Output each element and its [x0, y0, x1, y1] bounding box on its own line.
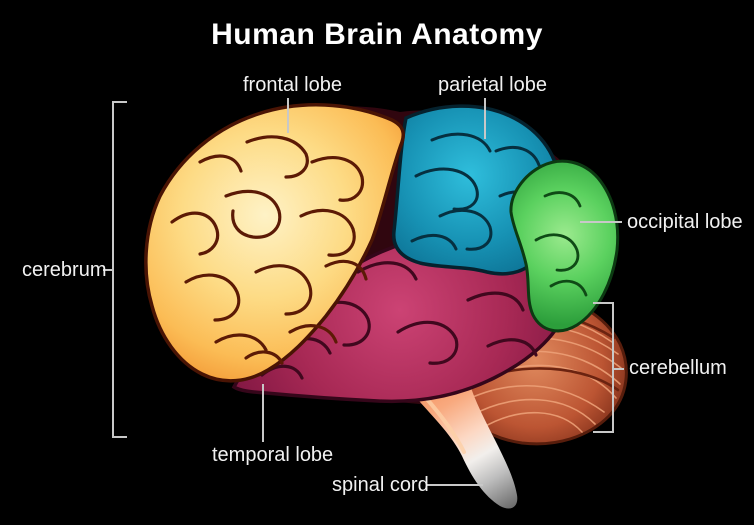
label-cerebellum: cerebellum	[629, 357, 727, 379]
occipital-lobe-shape	[509, 159, 620, 333]
cerebellum-bracket	[593, 302, 624, 433]
label-cerebrum: cerebrum	[22, 259, 107, 281]
pointer-lines	[103, 98, 624, 486]
frontal-lobe-shape	[144, 103, 405, 383]
label-occipital-lobe: occipital lobe	[627, 211, 743, 233]
occipital-lobe-gyri	[534, 191, 588, 297]
frontal-lobe-gyri	[170, 135, 368, 365]
label-parietal-lobe: parietal lobe	[438, 74, 547, 96]
cerebrum-bracket	[103, 101, 127, 438]
label-frontal-lobe: frontal lobe	[243, 74, 342, 96]
label-spinal-cord: spinal cord	[332, 474, 429, 496]
label-temporal-lobe: temporal lobe	[212, 444, 334, 466]
page-title: Human Brain Anatomy	[211, 18, 543, 51]
